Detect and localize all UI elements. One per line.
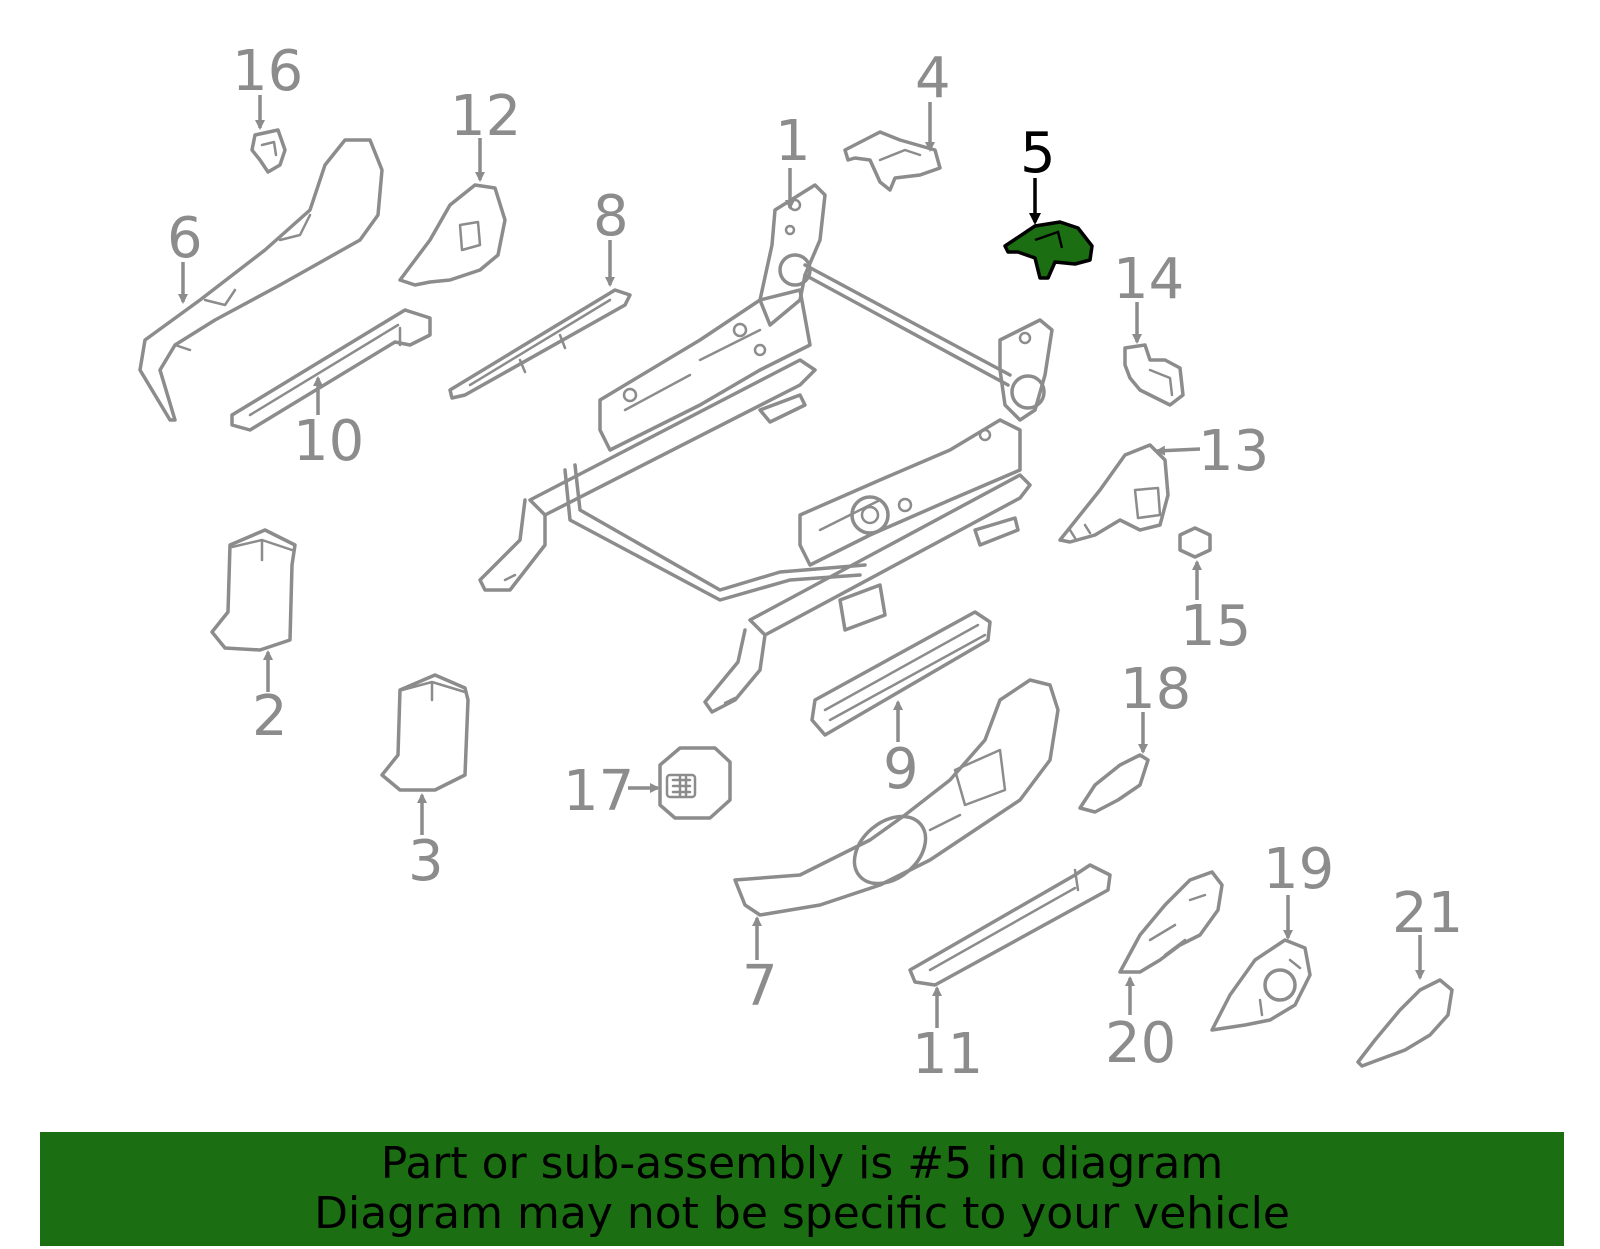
callout-15: 15 [1180, 594, 1251, 659]
callout-4: 4 [915, 46, 951, 111]
callout-16: 16 [232, 39, 303, 104]
part-15-nut [1178, 526, 1212, 559]
part-3-leg-cover [380, 673, 470, 792]
callout-7: 7 [742, 954, 778, 1019]
part-21-handle [1356, 978, 1454, 1068]
banner-line-disclaimer: Diagram may not be specific to your vehi… [314, 1188, 1290, 1239]
part-8-rail-trim [448, 288, 632, 400]
callout-19: 19 [1263, 837, 1334, 902]
callout-17: 17 [563, 759, 634, 824]
part-18-pad [1078, 753, 1150, 814]
callout-3: 3 [408, 829, 444, 894]
part-14-connector [1123, 343, 1185, 407]
callout-14: 14 [1113, 247, 1184, 312]
part-2-leg-cover [210, 528, 297, 652]
part-5-highlighted-bracket [1003, 220, 1094, 280]
callout-20: 20 [1105, 1011, 1176, 1076]
part-6-side-cover [138, 138, 384, 422]
callout-9: 9 [883, 737, 919, 802]
part-20-lever [1118, 870, 1224, 974]
callout-10: 10 [293, 409, 364, 474]
part-17-switch [658, 746, 732, 820]
part-7-side-shield [733, 678, 1060, 917]
callout-1: 1 [775, 109, 811, 174]
part-16-clip [250, 128, 287, 174]
banner-line-part-number: Part or sub-assembly is #5 in diagram [380, 1138, 1224, 1189]
part-19-recliner-gear [1210, 938, 1312, 1032]
part-1-seat-track-assembly [478, 183, 1054, 714]
callout-8: 8 [593, 184, 629, 249]
callout-12: 12 [450, 84, 521, 149]
callout-11: 11 [912, 1022, 983, 1087]
part-12-hinge-cover [398, 183, 507, 287]
part-10-rail-cover [230, 308, 432, 432]
leader-13 [1155, 445, 1201, 456]
callout-6: 6 [167, 206, 203, 271]
callout-21: 21 [1392, 881, 1463, 946]
callout-13: 13 [1198, 419, 1269, 484]
callout-18: 18 [1120, 657, 1191, 722]
part-4-bracket [843, 130, 942, 192]
callout-2: 2 [252, 684, 288, 749]
info-banner: Part or sub-assembly is #5 in diagram Di… [40, 1132, 1564, 1246]
part-13-recliner-cover [1058, 443, 1170, 544]
callout-5: 5 [1020, 121, 1056, 186]
part-11-rail-trim [908, 863, 1112, 987]
part-9-rail-cover [810, 610, 992, 737]
